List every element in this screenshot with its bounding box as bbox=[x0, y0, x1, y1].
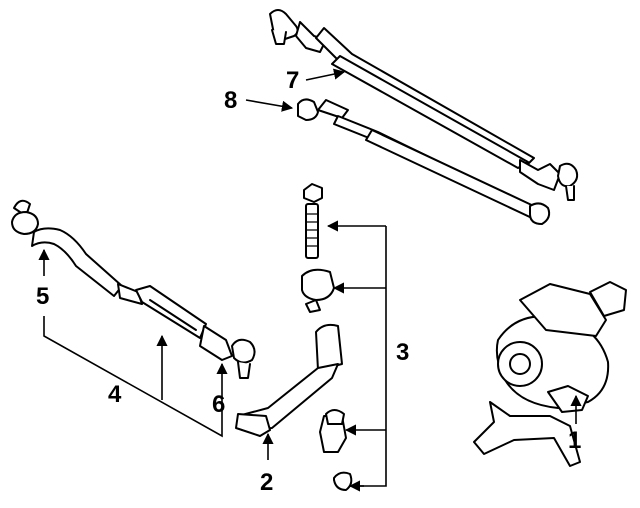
callout-4: 4 bbox=[108, 381, 122, 408]
callout-6: 6 bbox=[212, 391, 225, 418]
drag-link-icon bbox=[11, 199, 256, 379]
tie-rod-7-icon bbox=[269, 9, 579, 201]
callout-5: 5 bbox=[36, 283, 49, 310]
callout-2: 2 bbox=[260, 469, 273, 496]
callout-8: 8 bbox=[224, 87, 237, 114]
steering-gear-icon bbox=[473, 281, 627, 467]
callout-3: 3 bbox=[396, 339, 409, 366]
callout-1: 1 bbox=[568, 427, 581, 454]
leader-lines bbox=[38, 68, 582, 492]
idler-arm-icon bbox=[301, 183, 353, 491]
tie-rod-8-icon bbox=[297, 98, 551, 225]
callout-7: 7 bbox=[286, 67, 299, 94]
